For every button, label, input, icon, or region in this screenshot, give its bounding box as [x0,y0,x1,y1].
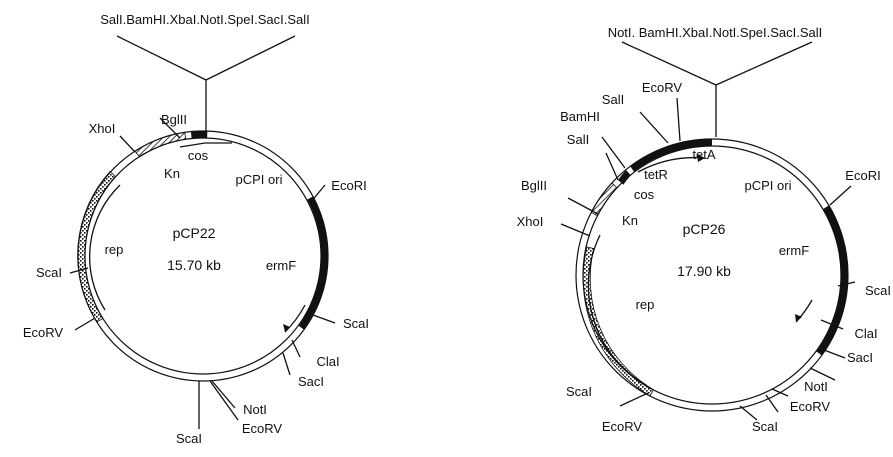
site-label-saci: SacI [298,374,324,389]
site-label-ecorv-bottom: EcoRV [242,421,283,436]
plasmid-name-pcp26: pCP26 [683,221,726,237]
site-label-sali: SalI [567,132,589,147]
plasmid-size-pcp22: 15.70 kb [167,257,221,273]
site-label-scai-bottom: ScaI [176,431,202,446]
site-label-xhoi: XhoI [89,121,116,136]
site-label-noti: NotI [804,379,828,394]
plasmid-size-pcp26: 17.90 kb [677,263,731,279]
feature-label-rep: rep [105,242,124,257]
site-label-bglii: BglII [521,178,547,193]
ermF-segment-pcp22 [298,196,329,330]
feature-label-tetA: tetA [692,147,715,162]
site-label-noti: NotI [243,402,267,417]
site-label-scai-left: ScaI [566,384,592,399]
tetA-segment-pcp26 [630,138,712,172]
feature-label-ermF: ermF [266,258,296,273]
site-label-ecorv-top: EcoRV [642,80,683,95]
tetA-arrowhead-pcp26 [697,154,705,162]
feature-label-cos: cos [188,148,209,163]
site-label-scai-right: ScaI [343,316,369,331]
cos-segment-pcp26 [618,170,631,185]
ermF-segment-pcp26 [816,205,848,356]
feature-label-kn: Kn [164,166,180,181]
site-label-ecori: EcoRI [845,168,880,183]
site-label-ecorv-left: EcoRV [23,325,64,340]
ermF-arrowhead-pcp22 [283,324,290,332]
feature-label-ermF: ermF [779,243,809,258]
plasmid-map-pcp26: NotI. BamHI.XbaI.NotI.SpeI.SacI.SalI [517,25,891,434]
feature-label-pcpi-ori: pCPI ori [236,172,283,187]
mcs-bracket-pcp26 [621,41,813,137]
rep-arrow-pcp26 [587,234,647,386]
site-label-xhoi: XhoI [517,214,544,229]
rep-arrow-pcp22 [88,184,121,311]
site-ticks-pcp22 [69,117,336,429]
ermF-arrow-pcp22 [284,304,306,333]
site-label-scai-bottom: ScaI [752,419,778,434]
plasmid-map-pcp22: SalI.BamHI.XbaI.NotI.SpeI.SacI.SalI [23,12,369,446]
feature-label-tetR: tetR [644,167,668,182]
site-label-sali-top: SalI [602,92,624,107]
site-label-clai: ClaI [854,326,877,341]
site-label-ecorv-bottom: EcoRV [790,399,831,414]
site-label-scai-right: ScaI [865,283,891,298]
site-label-saci: SacI [847,350,873,365]
feature-label-pcpi-ori: pCPI ori [745,178,792,193]
feature-label-cos: cos [634,187,655,202]
kn-segment-pcp22 [134,131,187,158]
site-label-bamhi: BamHI [560,109,600,124]
feature-label-rep: rep [636,297,655,312]
site-label-bglii: BglII [161,112,187,127]
site-label-scai-left: ScaI [36,265,62,280]
rep-segment-pcp22 [77,170,116,323]
cos-segment-pcp22 [190,131,208,139]
mcs-label-pcp22: SalI.BamHI.XbaI.NotI.SpeI.SacI.SalI [100,12,310,27]
ermF-arrowhead-pcp26 [795,314,802,322]
site-label-ecori: EcoRI [331,178,366,193]
mcs-bracket-pcp22 [116,35,296,131]
kn-arrow-pcp22 [179,142,232,148]
site-label-clai: ClaI [316,354,339,369]
mcs-label-pcp26: NotI. BamHI.XbaI.NotI.SpeI.SacI.SalI [608,25,823,40]
plasmid-name-pcp22: pCP22 [173,225,216,241]
kn-segment-pcp26 [590,182,618,217]
site-label-ecorv-left: EcoRV [602,419,643,434]
site-ticks-pcp26 [560,97,856,421]
feature-label-kn: Kn [622,213,638,228]
